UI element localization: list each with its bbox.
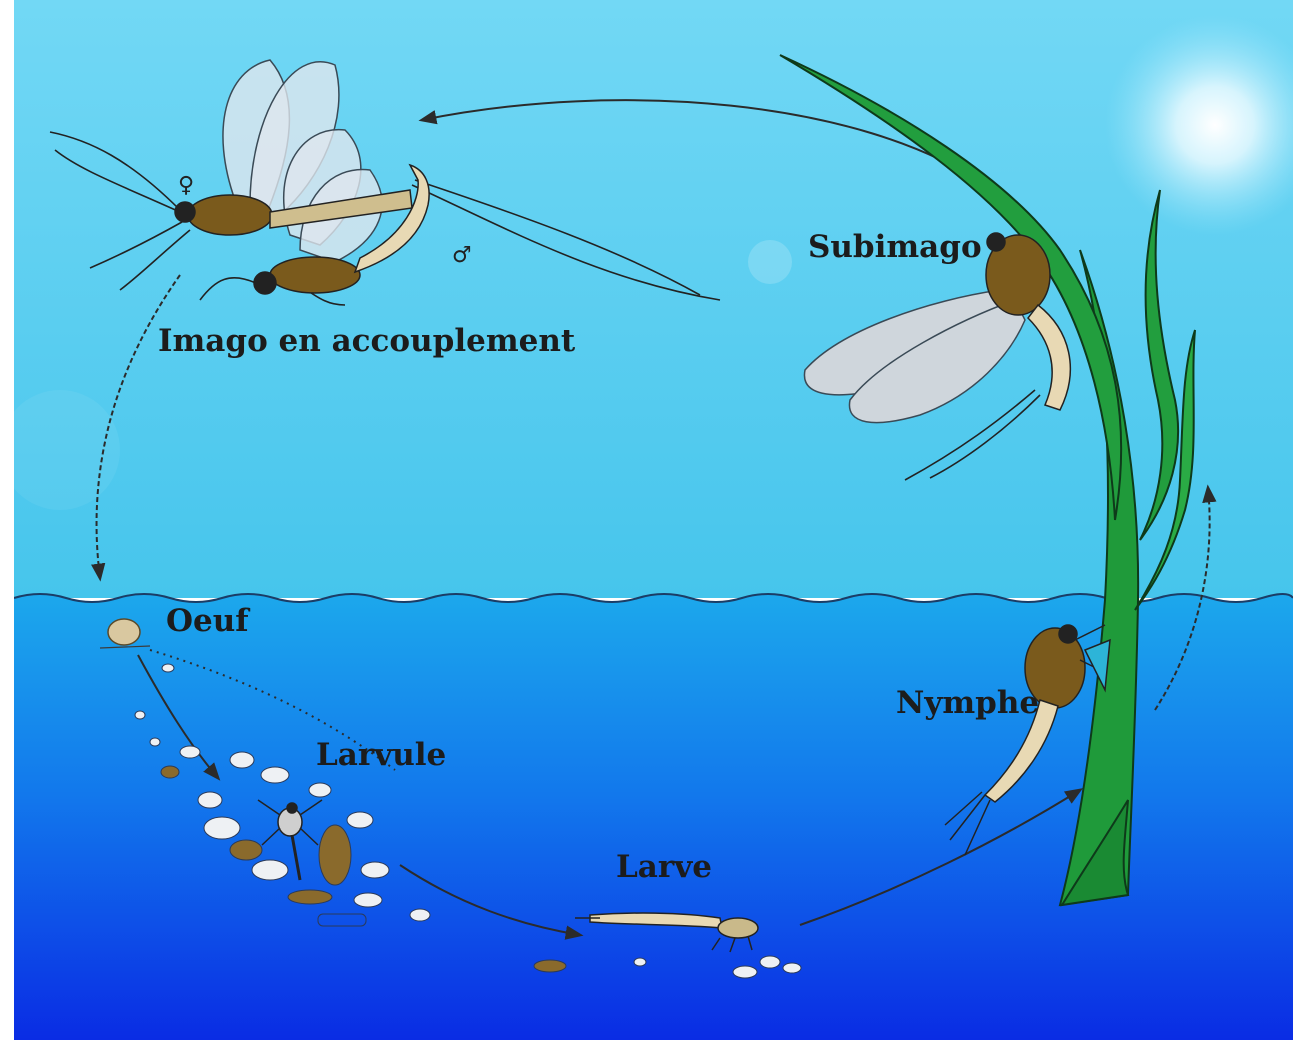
label-larvule: Larvule (316, 740, 446, 771)
label-imago-en-accouplement: Imago en accouplement (158, 326, 575, 357)
lens-flare (748, 240, 792, 284)
left-margin (0, 0, 14, 1040)
lens-flare (0, 390, 120, 510)
label-subimago: Subimago (808, 232, 982, 263)
male-symbol: ♂ (452, 243, 472, 268)
label-nymphe: Nymphe (896, 688, 1039, 719)
female-symbol: ♀ (178, 173, 194, 198)
subimago-eye (987, 233, 1005, 251)
label-oeuf: Oeuf (166, 606, 249, 637)
label-larve: Larve (616, 852, 712, 883)
sky-background (14, 0, 1293, 598)
